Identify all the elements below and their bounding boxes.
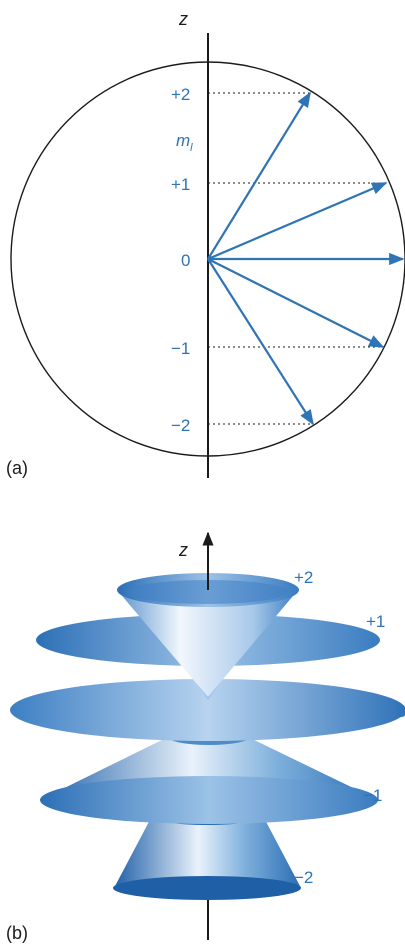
z-axis-label-b: z [178, 540, 188, 560]
cone-label-plus1: +1 [366, 612, 385, 631]
tick-label-0: 0 [181, 251, 190, 270]
cone-label-0: 0 [397, 702, 405, 721]
panel-b: z +2 +1 0 −1 −2 (b) [6, 531, 405, 943]
cone-label-minus1: −1 [363, 786, 382, 805]
tick-label-plus2: +2 [171, 85, 190, 104]
vector-ml-plus2 [207, 91, 311, 260]
panel-b-label: (b) [6, 923, 28, 943]
tick-label-minus2: −2 [171, 416, 190, 435]
panel-a-label: (a) [6, 458, 28, 478]
ml-label: ml [176, 131, 193, 154]
vector-ml-minus2 [207, 258, 314, 426]
tick-label-minus1: −1 [171, 339, 190, 358]
tick-label-plus1: +1 [171, 175, 190, 194]
vector-ml-minus1 [207, 258, 385, 348]
disk-ml-0 [10, 679, 405, 741]
angular-momentum-vectors [207, 91, 405, 426]
cone-label-minus2: −2 [294, 868, 313, 887]
cone-label-plus2: +2 [294, 568, 313, 587]
vector-ml-plus1 [207, 181, 388, 261]
panel-a: z ml +2 +1 0 −1 −2 (a) [6, 9, 405, 478]
z-axis-label-a: z [178, 9, 188, 29]
cone-ml-minus1 [40, 729, 378, 824]
